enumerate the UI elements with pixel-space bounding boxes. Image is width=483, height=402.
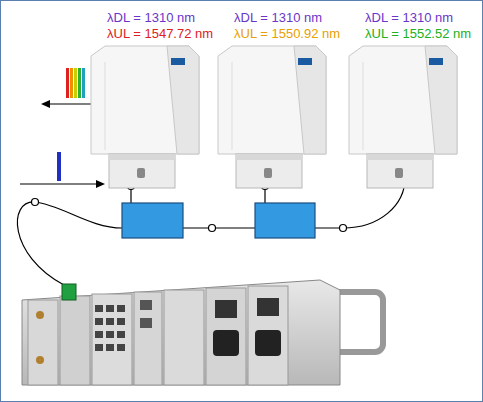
fiber-connectors <box>32 183 347 232</box>
remote-unit: λDL = 1310 nmλUL = 1547.72 nm <box>85 10 210 185</box>
wavelength-label: λDL = 1310 nm <box>234 10 359 26</box>
optical-coupler <box>122 203 183 238</box>
wavelength-label: λUL = 1552.52 nm <box>365 26 483 42</box>
head-end-chassis <box>22 280 383 385</box>
optical-coupler <box>255 203 315 238</box>
wavelength-label: λDL = 1310 nm <box>365 10 483 26</box>
remote-unit: λDL = 1310 nmλUL = 1550.92 nm <box>212 10 337 185</box>
wavelength-label: λUL = 1547.72 nm <box>107 26 232 42</box>
remote-unit-housing <box>343 42 463 196</box>
downlink-spectrum <box>20 152 105 188</box>
wavelength-label: λUL = 1550.92 nm <box>234 26 359 42</box>
remote-unit: λDL = 1310 nmλUL = 1552.52 nm <box>343 10 473 185</box>
wavelength-label: λDL = 1310 nm <box>107 10 232 26</box>
remote-unit-housing <box>85 42 205 196</box>
remote-unit-housing <box>212 42 332 196</box>
fiber-lines <box>17 178 405 285</box>
